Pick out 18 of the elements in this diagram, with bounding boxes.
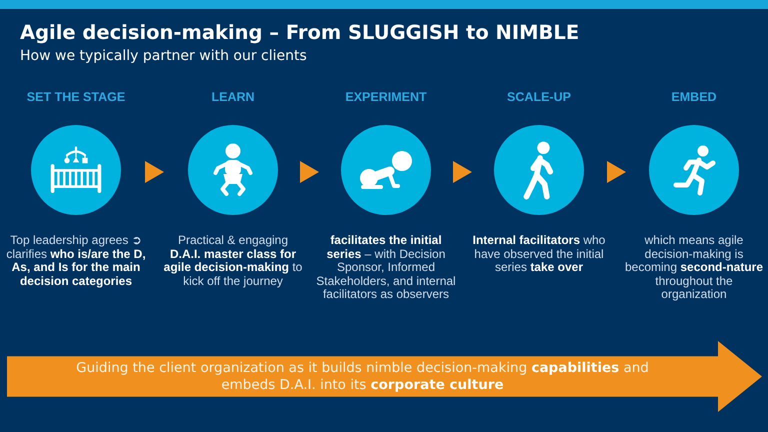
- stage-heading: EMBED: [670, 90, 718, 105]
- stage-description: facilitates the initial series – with Decision Sponsor, Informed Stakeholders, and internal facilitators as observers: [316, 234, 456, 302]
- arrow: [453, 161, 472, 183]
- arrow: [300, 161, 319, 183]
- subtitle: How we typically partner with our clients: [20, 47, 307, 65]
- banner-arrow: [7, 341, 762, 412]
- arrow: [145, 161, 164, 183]
- stage-description: Internal facilitators who have observed the initial series take over: [472, 234, 606, 275]
- stage-heading: SET THE STAGE: [26, 90, 126, 105]
- arrow: [607, 161, 626, 183]
- stage-heading: LEARN: [210, 90, 256, 105]
- stage-heading: EXPERIMENT: [344, 90, 428, 105]
- stage-heading: SCALE-UP: [506, 90, 572, 105]
- banner-text: Guiding the client organization as it builds nimble decision-making capabilities and embeds D.A.I. into its corporate culture: [75, 360, 650, 394]
- title: Agile decision-making – From SLUGGISH to NIMBLE: [20, 20, 580, 46]
- stage-description: Top leadership agrees ➲ clarifies who is/are the D, As, and Is for the main decision categories: [6, 234, 146, 288]
- stage-description: Practical & engaging D.A.I. master class for agile decision-making to kick off the journey: [163, 234, 303, 288]
- stage-description: which means agile decision-making is becoming second-nature throughout the organization: [624, 234, 764, 302]
